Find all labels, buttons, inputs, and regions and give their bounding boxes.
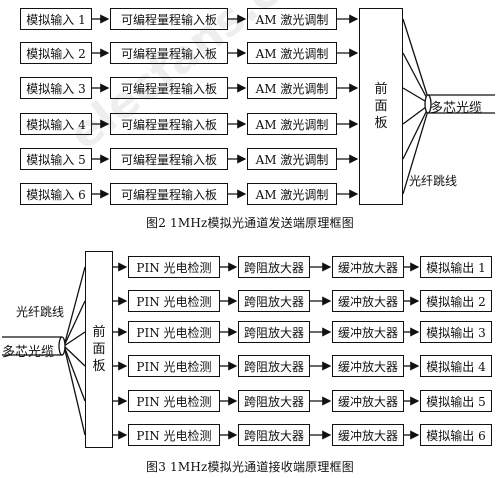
- am-laser-modulation-box: AM 激光调制: [247, 42, 337, 64]
- pin-photodetector-box: PIN 光电检测: [128, 321, 220, 343]
- analog-input-box: 模拟输入 3: [20, 77, 92, 99]
- fiber-jumper-line: [63, 331, 86, 347]
- figure2-caption: 图2 1MHz模拟光通道发送端原理框图: [146, 216, 354, 230]
- analog-output-box: 模拟输出 5: [420, 390, 492, 412]
- am-laser-modulation-box: AM 激光调制: [247, 148, 337, 170]
- fiber-jumper-line: [63, 345, 86, 402]
- analog-output-box: 模拟输出 3: [420, 321, 492, 343]
- transimpedance-amplifier-box: 跨阻放大器: [238, 424, 310, 446]
- transimpedance-amplifier-box: 跨阻放大器: [238, 321, 310, 343]
- buffer-amplifier-box: 缓冲放大器: [332, 390, 404, 412]
- figure2-front-panel: 前 面 板: [359, 8, 403, 205]
- front-panel-char: 板: [92, 359, 106, 374]
- am-laser-modulation-box: AM 激光调制: [247, 8, 337, 30]
- pin-photodetector-box: PIN 光电检测: [128, 290, 220, 312]
- fiber-jumper-line: [402, 52, 431, 105]
- pin-photodetector-box: PIN 光电检测: [128, 355, 220, 377]
- front-panel-char: 面: [374, 99, 388, 114]
- analog-input-box: 模拟输入 2: [20, 42, 92, 64]
- figure3-caption: 图3 1MHz模拟光通道接收端原理框图: [146, 460, 354, 474]
- analog-output-box: 模拟输出 4: [420, 355, 492, 377]
- transimpedance-amplifier-box: 跨阻放大器: [238, 390, 310, 412]
- figure2-jumper-label: 光纤跳线: [409, 174, 458, 188]
- analog-output-box: 模拟输出 1: [420, 256, 492, 278]
- cable-connector-icon: [58, 336, 66, 356]
- programmable-range-input-board: 可编程量程输入板: [110, 77, 228, 99]
- figure3-front-panel: 前 面 板: [85, 251, 113, 448]
- buffer-amplifier-box: 缓冲放大器: [332, 424, 404, 446]
- programmable-range-input-board: 可编程量程输入板: [110, 183, 228, 205]
- transimpedance-amplifier-box: 跨阻放大器: [238, 355, 310, 377]
- programmable-range-input-board: 可编程量程输入板: [110, 113, 228, 135]
- front-panel-char: 板: [374, 116, 388, 131]
- analog-output-box: 模拟输出 6: [420, 424, 492, 446]
- front-panel-char: 面: [92, 342, 106, 357]
- buffer-amplifier-box: 缓冲放大器: [332, 355, 404, 377]
- figure3-cable-label: 多芯光缆: [2, 345, 55, 360]
- programmable-range-input-board: 可编程量程输入板: [110, 8, 228, 30]
- transimpedance-amplifier-box: 跨阻放大器: [238, 290, 310, 312]
- transimpedance-amplifier-box: 跨阻放大器: [238, 256, 310, 278]
- am-laser-modulation-box: AM 激光调制: [247, 77, 337, 99]
- buffer-amplifier-box: 缓冲放大器: [332, 290, 404, 312]
- buffer-amplifier-box: 缓冲放大器: [332, 321, 404, 343]
- figure3-jumper-label: 光纤跳线: [16, 305, 65, 319]
- am-laser-modulation-box: AM 激光调制: [247, 113, 337, 135]
- programmable-range-input-board: 可编程量程输入板: [110, 42, 228, 64]
- programmable-range-input-board: 可编程量程输入板: [110, 148, 228, 170]
- pin-photodetector-box: PIN 光电检测: [128, 424, 220, 446]
- fiber-jumper-line: [63, 345, 86, 367]
- figure2-cable-label: 多芯光缆: [430, 101, 483, 116]
- fiber-jumper-line: [63, 300, 86, 347]
- analog-input-box: 模拟输入 1: [20, 8, 92, 30]
- fiber-jumper-line: [63, 266, 86, 347]
- analog-input-box: 模拟输入 5: [20, 148, 92, 170]
- front-panel-char: 前: [374, 82, 388, 97]
- fiber-jumper-line: [63, 345, 86, 436]
- front-panel-char: 前: [92, 325, 106, 340]
- buffer-amplifier-box: 缓冲放大器: [332, 256, 404, 278]
- fiber-jumper-line: [402, 103, 431, 160]
- analog-output-box: 模拟输出 2: [420, 290, 492, 312]
- analog-input-box: 模拟输入 4: [20, 113, 92, 135]
- pin-photodetector-box: PIN 光电检测: [128, 390, 220, 412]
- fiber-jumper-line: [402, 103, 431, 195]
- fiber-jumper-line: [402, 18, 431, 105]
- pin-photodetector-box: PIN 光电检测: [128, 256, 220, 278]
- analog-input-box: 模拟输入 6: [20, 183, 92, 205]
- am-laser-modulation-box: AM 激光调制: [247, 183, 337, 205]
